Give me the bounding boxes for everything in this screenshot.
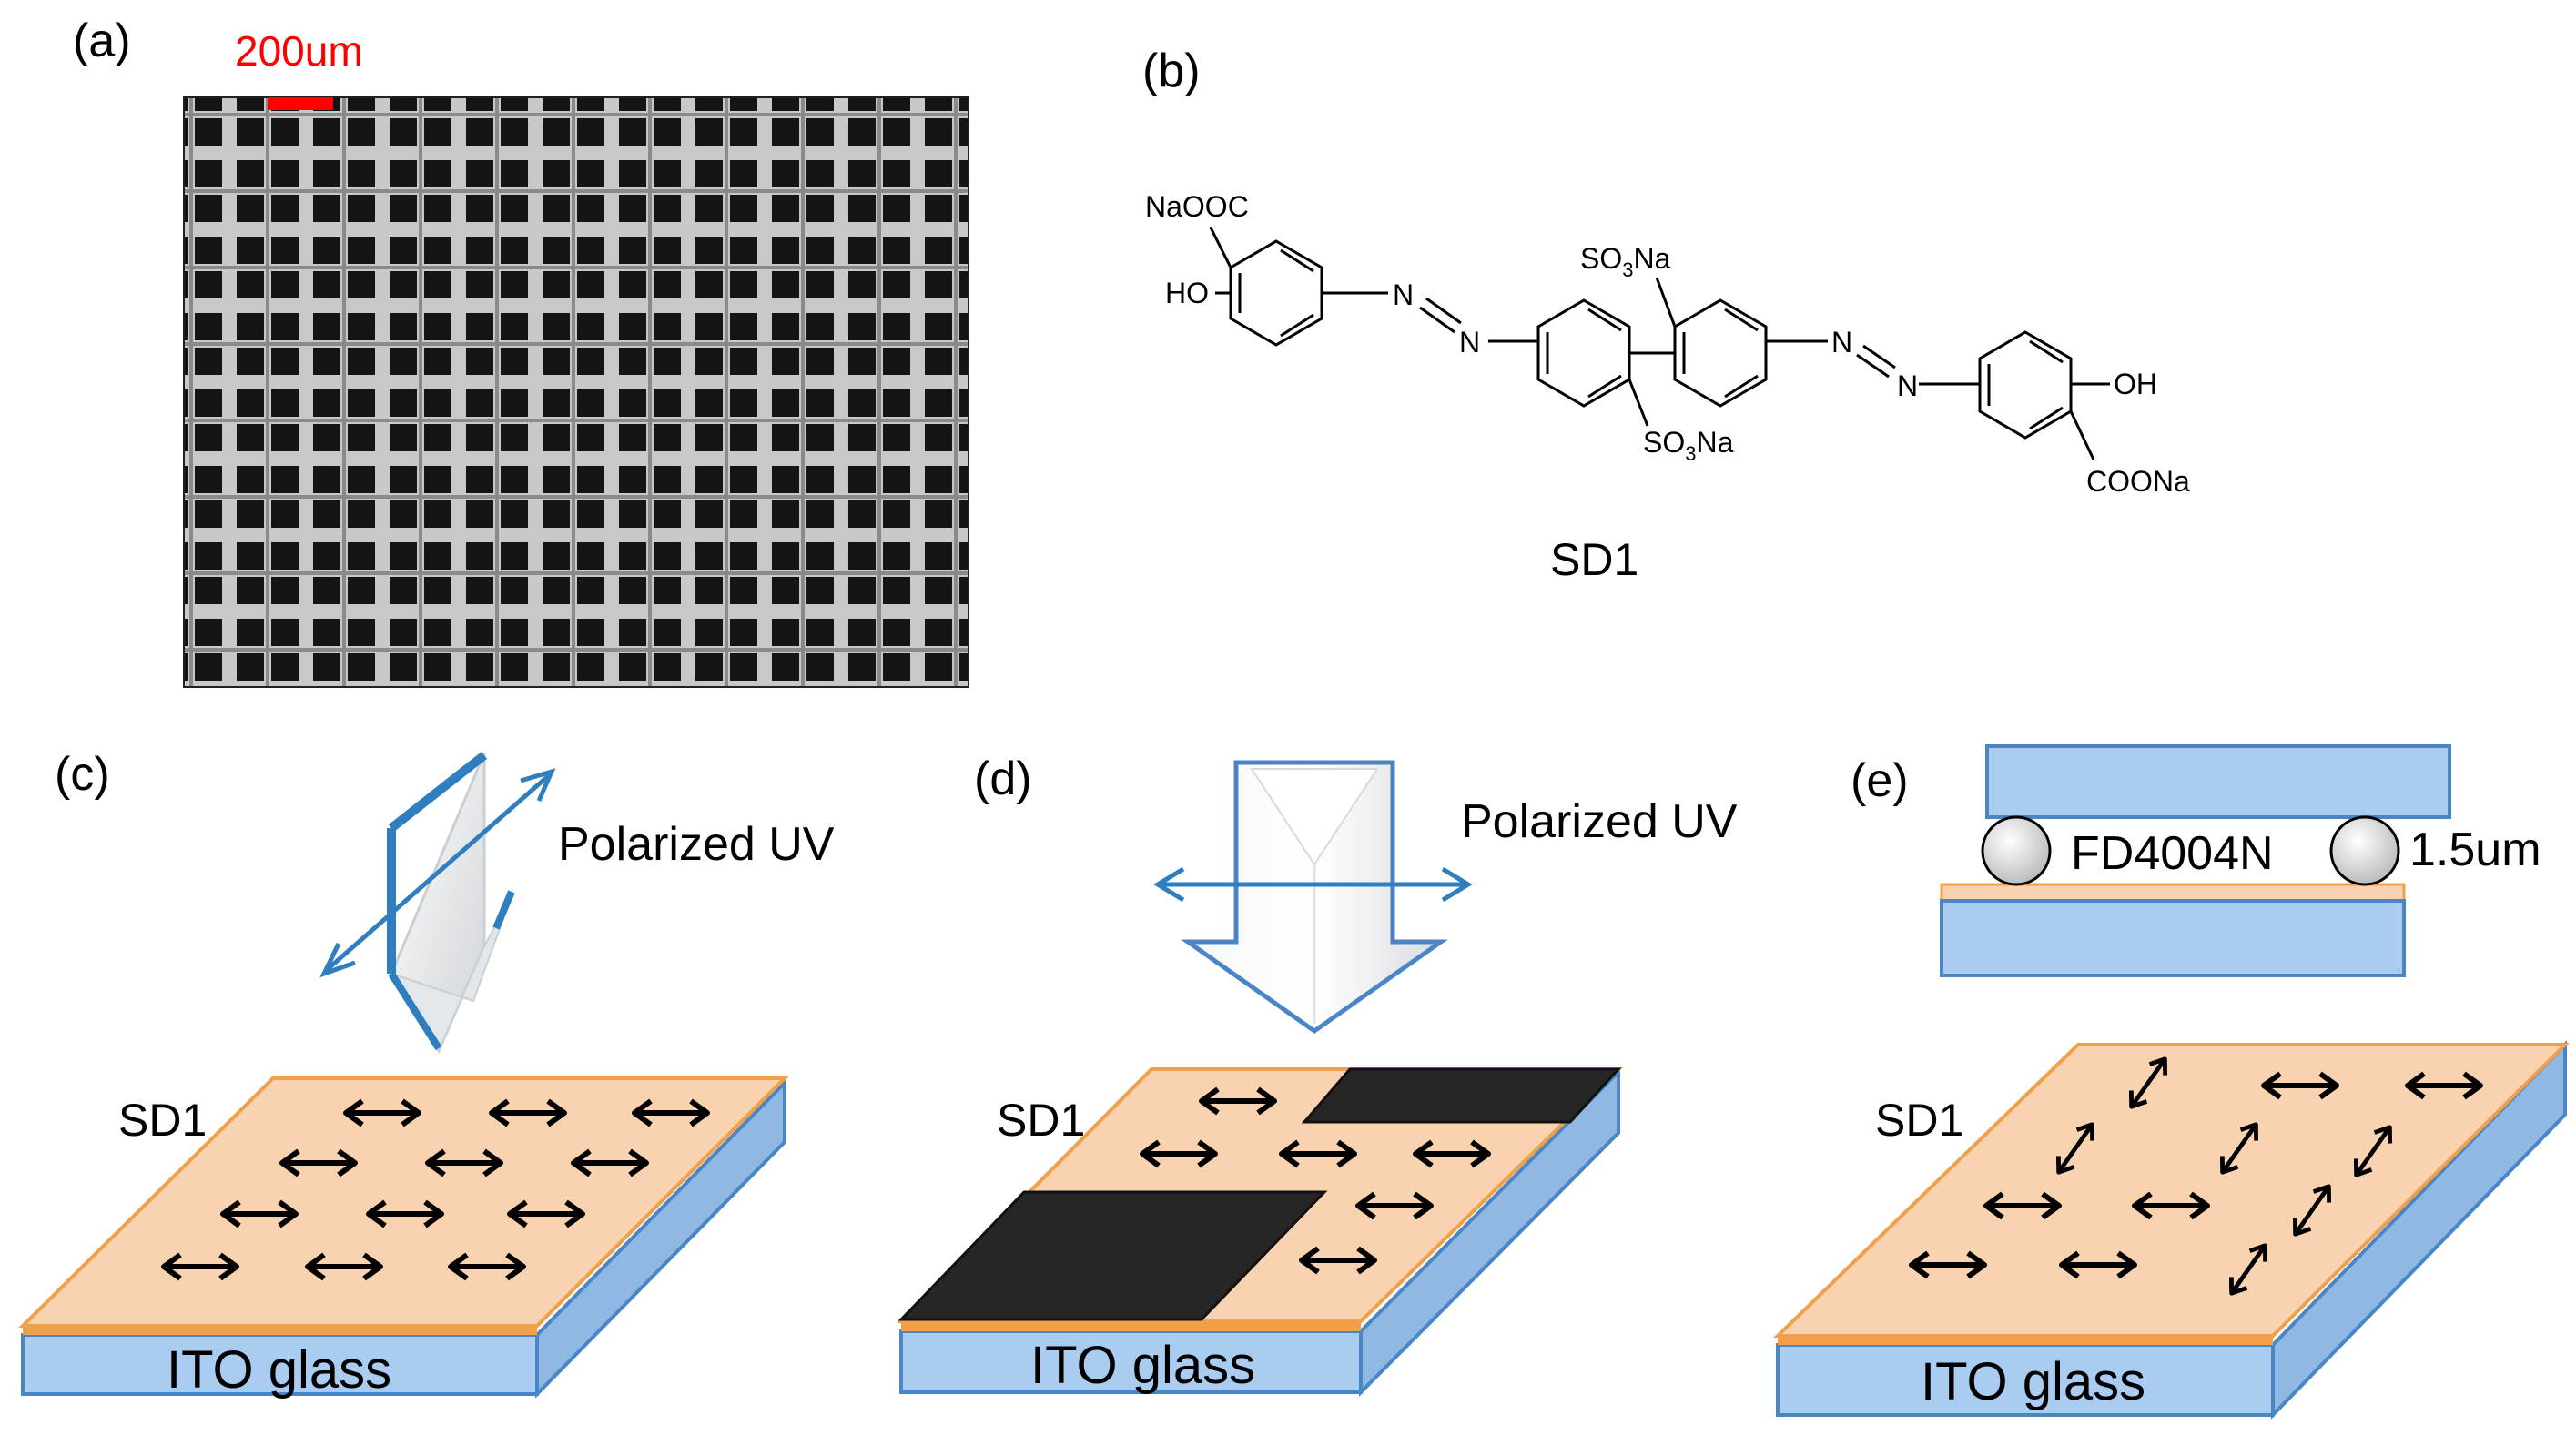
atom-n3: N (1831, 326, 1852, 359)
sd1-edge (23, 1326, 537, 1335)
panel-c-label: (c) (55, 748, 110, 801)
photomask-icon (898, 1190, 1328, 1321)
spacer-bead-icon (1981, 815, 2052, 886)
group-naooc: NaOOC (1145, 190, 1249, 223)
panel-c: (c) (18, 748, 835, 1400)
glass-side (2271, 1040, 2567, 1420)
sd1-label-d: SD1 (997, 1095, 1085, 1146)
atom-n2: N (1459, 326, 1480, 359)
uv-label-c: Polarized UV (558, 818, 835, 871)
panel-b: (b) (1142, 45, 2190, 585)
scale-bar (268, 97, 333, 110)
sd1-label-e: SD1 (1875, 1095, 1963, 1146)
panel-e: (e) FD4004N 1.5um (1773, 744, 2570, 1420)
polarization-arrow (1153, 866, 1473, 903)
sd1-caption: SD1 (1550, 534, 1638, 585)
panel-e-label: (e) (1851, 754, 1909, 807)
micrograph-image (184, 97, 969, 687)
sd1-structure (1209, 227, 2110, 460)
photomask-icon (1301, 1067, 1622, 1124)
bottom-sd1-film (1940, 883, 2406, 903)
bottom-glass-plate (1940, 899, 2406, 977)
group-so3na-top: SO3Na (1580, 242, 1671, 281)
group-ho: HO (1165, 277, 1209, 309)
micrograph-frame (183, 96, 969, 688)
top-glass-plate (1985, 744, 2451, 819)
glass-side (1359, 1067, 1620, 1397)
group-coona: COONa (2086, 465, 2190, 498)
panel-d: (d) Polarized UV SD1 (897, 753, 1738, 1397)
ito-label-e: ITO glass (1921, 1352, 2145, 1411)
panel-d-label: (d) (974, 753, 1032, 805)
ito-label-c: ITO glass (167, 1340, 391, 1400)
lc-material-label: FD4004N (2071, 827, 2274, 880)
polarization-arrow (319, 768, 556, 978)
spacer-bead-icon (2329, 815, 2400, 886)
ito-label-d: ITO glass (1030, 1336, 1255, 1395)
spacer-size-label: 1.5um (2409, 824, 2541, 876)
atom-n1: N (1393, 278, 1414, 311)
group-so3na-bottom: SO3Na (1643, 426, 1734, 465)
panel-a-label: (a) (73, 15, 131, 67)
uv-arrow-icon (1181, 760, 1448, 1035)
sd1-label-c: SD1 (118, 1095, 207, 1146)
glass-side (535, 1078, 786, 1399)
atom-n4: N (1897, 369, 1918, 402)
sd1-atom-labels: NaOOC HO N N SO3Na SO3Na N N OH COONa (1145, 190, 2190, 498)
sd1-edge (1778, 1336, 2273, 1345)
group-oh: OH (2114, 368, 2157, 400)
uv-arrow-icon (387, 752, 515, 1055)
panel-b-label: (b) (1142, 45, 1201, 97)
panel-a: (a) 200um (73, 15, 969, 688)
uv-label-d: Polarized UV (1461, 795, 1738, 848)
sd1-edge (901, 1321, 1361, 1331)
scale-bar-label: 200um (235, 27, 363, 75)
